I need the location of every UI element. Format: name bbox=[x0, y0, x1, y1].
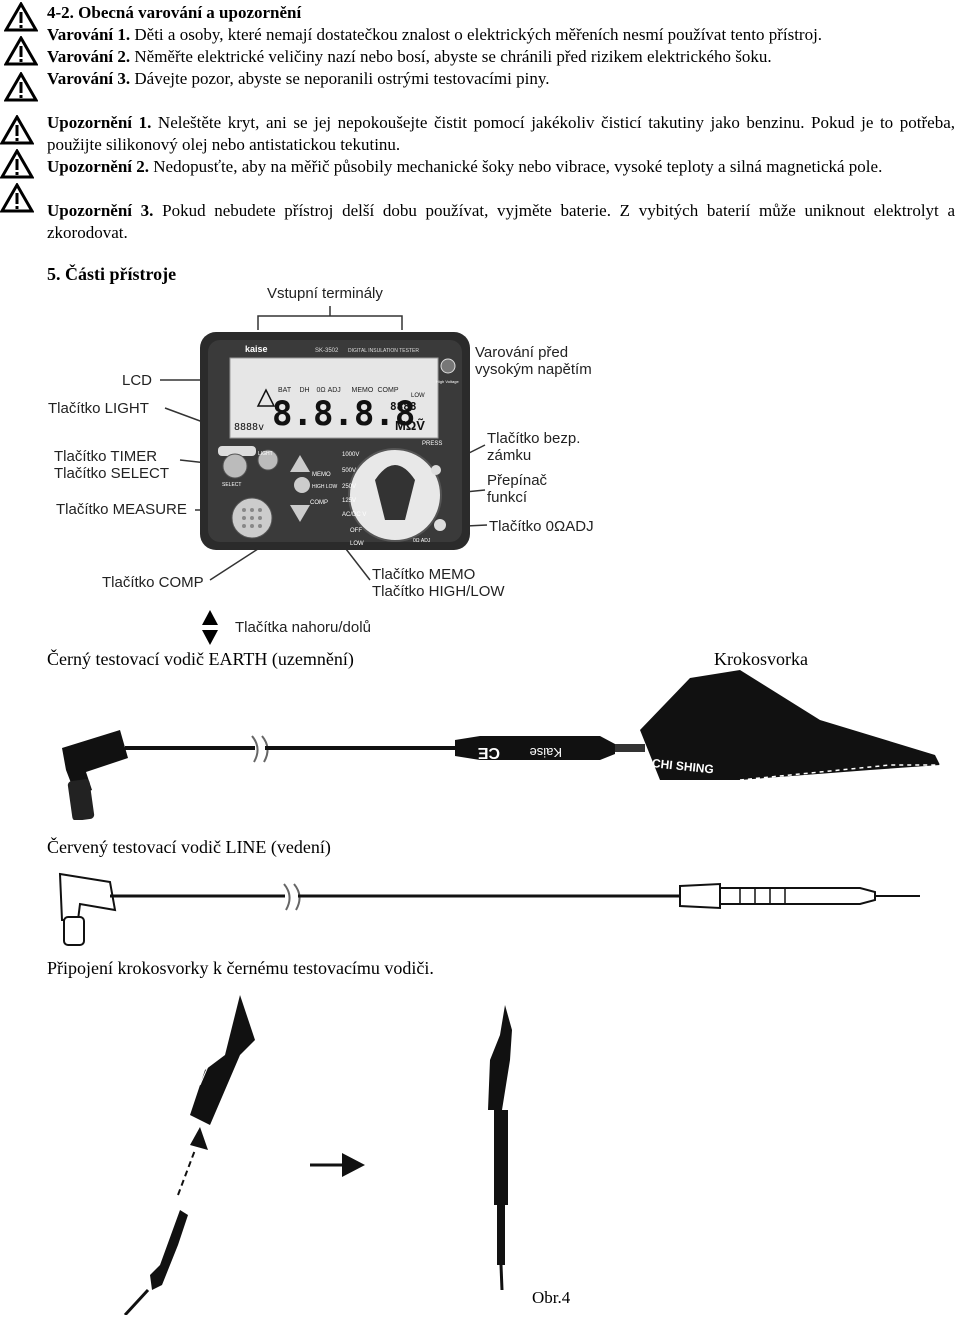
section-heading-warnings: 4-2. Obecná varování a upozornění bbox=[47, 3, 302, 22]
lcd-small-v: 8888v bbox=[234, 422, 264, 433]
zero-adj-button bbox=[434, 519, 446, 531]
label-select: Tlačítko SELECT bbox=[54, 465, 170, 482]
warning-3: Varování 3. Dávejte pozor, abyste se nep… bbox=[47, 69, 550, 88]
label-highlow: Tlačítko HIGH/LOW bbox=[372, 583, 505, 600]
light-button bbox=[257, 449, 279, 471]
caption-connection: Připojení krokosvorky k černému testovac… bbox=[47, 958, 434, 978]
warning-icon bbox=[4, 72, 38, 102]
arrow-right-icon bbox=[342, 1153, 365, 1177]
black-lead-illustration: CE Kaise CHI SHING bbox=[62, 670, 940, 820]
lcd-small-digits: 8888 bbox=[390, 400, 417, 413]
lcd-main-digits: 8.8.8.8 bbox=[272, 394, 415, 434]
press-label: PRESS bbox=[422, 441, 442, 447]
label-terminals: Vstupní terminály bbox=[267, 285, 383, 302]
switch-range-label: AC/DC V bbox=[342, 512, 366, 518]
switch-range-label: OFF bbox=[350, 528, 362, 534]
switch-range-label: LOW bbox=[350, 541, 364, 547]
down-button bbox=[290, 505, 310, 522]
up-arrow-icon bbox=[202, 610, 218, 625]
switch-range-label: 1000V bbox=[342, 452, 359, 458]
label-hv-warning-1: Varování před bbox=[475, 344, 569, 361]
comp-label: COMP bbox=[310, 500, 328, 506]
caution-2: Upozornění 2. Nedopusťte, aby na měřič p… bbox=[47, 157, 883, 176]
label-switch-2: funkcí bbox=[487, 489, 528, 506]
section-heading-parts: 5. Části přístroje bbox=[47, 264, 177, 284]
label-zero-adj: Tlačítko 0ΩADJ bbox=[489, 518, 594, 535]
device-model: SK-3502 bbox=[315, 348, 339, 354]
warning-icon bbox=[4, 36, 38, 66]
label-lcd: LCD bbox=[122, 372, 153, 389]
caption-red-lead: Červený testovací vodič LINE (vedení) bbox=[47, 837, 331, 857]
switch-range-label: 500V bbox=[342, 468, 356, 474]
label-switch-1: Přepínač bbox=[487, 472, 548, 489]
switch-range-label: 250V bbox=[342, 484, 356, 490]
label-light: Tlačítko LIGHT bbox=[48, 400, 149, 417]
lcd-flag: COMP bbox=[378, 387, 399, 394]
select-label: SELECT bbox=[222, 482, 241, 488]
warning-icon bbox=[0, 115, 34, 145]
lcd-hv-warning-icon bbox=[256, 388, 276, 407]
caption-clip: Krokosvorka bbox=[714, 649, 808, 669]
down-arrow-icon bbox=[202, 630, 218, 645]
up-button bbox=[290, 455, 310, 472]
label-measure: Tlačítko MEASURE bbox=[56, 501, 187, 518]
warning-2: Varování 2. Něměřte elektrické veličiny … bbox=[47, 47, 772, 66]
plug-ce-text: CE bbox=[477, 744, 500, 761]
label-memo: Tlačítko MEMO bbox=[372, 566, 476, 583]
label-updown: Tlačítka nahoru/dolů bbox=[235, 619, 371, 636]
timer-select-button bbox=[222, 453, 248, 479]
highlow-label: HIGH LOW bbox=[312, 484, 338, 490]
lcd-flag: 0Ω ADJ bbox=[317, 387, 341, 394]
warning-1: Varování 1. Děti a osoby, které nemají d… bbox=[47, 25, 823, 44]
caution-3: Upozornění 3. Pokud nebudete přístroj de… bbox=[47, 201, 955, 242]
clip-brand-text: CHI SHING bbox=[651, 756, 714, 776]
lcd-unit: MΩṼ bbox=[395, 418, 425, 433]
device-diagram: kaise SK-3502 DIGITAL INSULATION TESTER … bbox=[160, 306, 488, 645]
label-comp: Tlačítko COMP bbox=[102, 574, 204, 591]
device-model-title: DIGITAL INSULATION TESTER bbox=[348, 348, 419, 354]
arrow-up-icon bbox=[190, 1127, 208, 1150]
light-label: LIGHT bbox=[258, 451, 273, 457]
caution-1: Upozornění 1. Neleštěte kryt, ani se jej… bbox=[47, 113, 955, 154]
switch-range-label: 125V bbox=[342, 498, 356, 504]
high-voltage-lamp bbox=[440, 358, 456, 374]
high-voltage-label: High Voltage bbox=[436, 379, 459, 384]
warning-icon bbox=[4, 2, 38, 32]
lcd-flag: MEMO bbox=[352, 387, 374, 394]
plug-brand-text: Kaise bbox=[529, 745, 562, 760]
figure-number: Obr.4 bbox=[532, 1288, 571, 1307]
memo-label: MEMO bbox=[312, 472, 331, 478]
red-lead-illustration bbox=[58, 872, 920, 946]
memo-button bbox=[294, 477, 310, 493]
lock-button bbox=[431, 465, 441, 475]
lcd-low: LOW bbox=[411, 393, 425, 399]
label-hv-warning-2: vysokým napětím bbox=[475, 361, 592, 378]
warning-icon bbox=[0, 149, 34, 179]
caption-black-lead: Černý testovací vodič EARTH (uzemnění) bbox=[47, 649, 354, 669]
zero-adj-mark: 0Ω ADJ bbox=[413, 538, 431, 544]
connection-illustration bbox=[123, 995, 512, 1315]
label-timer: Tlačítko TIMER bbox=[54, 448, 158, 465]
label-lock-2: zámku bbox=[487, 447, 532, 464]
lcd-flag: BAT bbox=[278, 387, 292, 394]
device-brand: kaise bbox=[245, 344, 268, 354]
lcd-flag: DH bbox=[300, 387, 310, 394]
label-lock-1: Tlačítko bezp. bbox=[487, 430, 581, 447]
warning-icon bbox=[0, 183, 34, 213]
